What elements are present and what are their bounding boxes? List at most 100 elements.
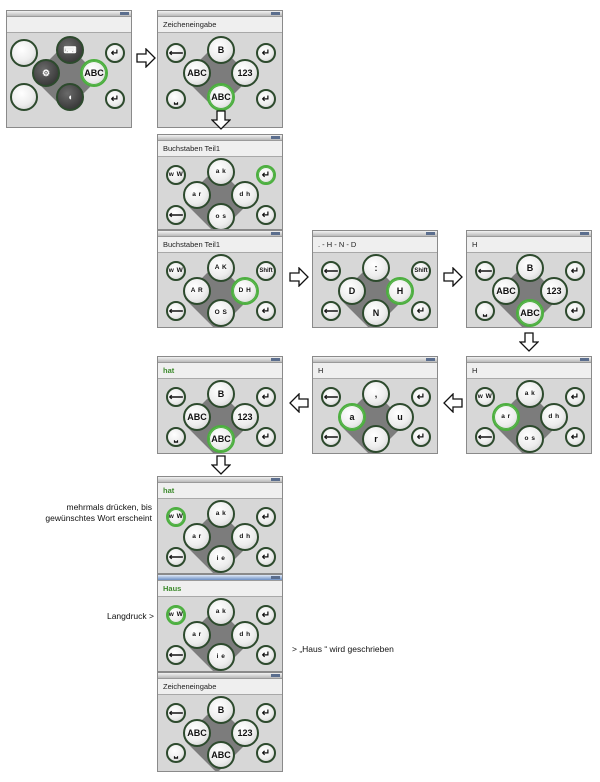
u-key[interactable]: u (386, 403, 414, 431)
abc-key[interactable]: ABC (492, 277, 520, 305)
space-key[interactable]: ⎵ (166, 427, 186, 447)
dh-key[interactable]: d h (231, 181, 259, 209)
redo-icon[interactable]: ↵ (256, 387, 276, 407)
redo-icon[interactable]: ↵ (105, 43, 125, 63)
number-key[interactable]: 123 (231, 403, 259, 431)
backspace-key[interactable]: ⟵ (321, 427, 341, 447)
abc-key[interactable]: ABC (183, 719, 211, 747)
ar-key[interactable]: a r (492, 403, 520, 431)
redo-icon[interactable]: ↵ (411, 387, 431, 407)
backspace-key[interactable]: ⟵ (321, 261, 341, 281)
enter-icon[interactable]: ↵ (256, 743, 276, 763)
b-key[interactable]: B (516, 254, 544, 282)
ou-ak-key[interactable]: a k (207, 500, 235, 528)
comma-key[interactable]: , (362, 380, 390, 408)
number-key[interactable]: 123 (231, 719, 259, 747)
enter-icon[interactable]: ↵ (565, 301, 585, 321)
enter-icon[interactable]: ↵ (105, 89, 125, 109)
ie-os-key[interactable]: o s (207, 203, 235, 229)
redo-icon[interactable]: ↵ (256, 605, 276, 625)
abc-key[interactable]: ABC (183, 59, 211, 87)
backspace-key[interactable]: ⟵ (166, 703, 186, 723)
enter-icon[interactable]: ↵ (256, 205, 276, 225)
space-key[interactable]: ⎵ (475, 301, 495, 321)
dh-key[interactable]: d h (231, 523, 259, 551)
upper-ak-key[interactable]: A K (207, 254, 235, 282)
ar-key[interactable]: a r (183, 523, 211, 551)
backspace-key[interactable]: ⟵ (321, 301, 341, 321)
backspace-key[interactable]: ⟵ (166, 301, 186, 321)
upper-ar-key[interactable]: A R (183, 277, 211, 305)
ie-os-key[interactable]: o s (516, 425, 544, 453)
backspace-key[interactable]: ⟵ (475, 427, 495, 447)
number-key[interactable]: 123 (540, 277, 568, 305)
ou-ak-key[interactable]: a k (516, 380, 544, 408)
abc-key-selected[interactable]: ABC (516, 299, 544, 327)
ie-os-key[interactable]: i e (207, 643, 235, 671)
enter-icon[interactable]: ↵ (411, 301, 431, 321)
enter-icon[interactable]: ↵ (565, 427, 585, 447)
enter-icon[interactable]: ↵ (256, 427, 276, 447)
enter-icon[interactable]: ↵ (256, 301, 276, 321)
backspace-key[interactable]: ⟵ (166, 387, 186, 407)
b-key[interactable]: B (207, 380, 235, 408)
number-key[interactable]: 123 (231, 59, 259, 87)
window-title: Zeicheneingabe (158, 679, 282, 695)
backspace-key[interactable]: ⟵ (166, 43, 186, 63)
upper-dh-key[interactable]: D H (231, 277, 259, 305)
word-key[interactable]: w W (166, 507, 186, 527)
redo-icon[interactable]: ↵ (256, 703, 276, 723)
enter-icon[interactable]: ↵ (256, 547, 276, 567)
title-bar (158, 575, 282, 581)
dh-key[interactable]: d h (540, 403, 568, 431)
keyboard-icon[interactable]: ⌨ (56, 36, 84, 64)
upper-os-key[interactable]: O S (207, 299, 235, 327)
abc-key[interactable]: ABC (183, 403, 211, 431)
ie-os-key[interactable]: i e (207, 545, 235, 573)
abc-key-selected[interactable]: ABC (207, 425, 235, 453)
gear-icon[interactable]: ⚙ (32, 59, 60, 87)
dh-key[interactable]: d h (231, 621, 259, 649)
longpress-note: Langdruck > (106, 611, 154, 621)
space-key[interactable]: ⎵ (166, 89, 186, 109)
d-key[interactable]: D (338, 277, 366, 305)
backspace-key[interactable]: ⟵ (475, 261, 495, 281)
enter-icon[interactable]: ↵ (256, 89, 276, 109)
ar-key[interactable]: a r (183, 181, 211, 209)
enter-icon[interactable]: ↵ (411, 427, 431, 447)
enter-icon[interactable]: ↵ (256, 645, 276, 665)
shift-key[interactable]: Shift (256, 261, 276, 281)
backspace-key[interactable]: ⟵ (321, 387, 341, 407)
shift-key[interactable]: Shift (411, 261, 431, 281)
word-key[interactable]: w W (166, 605, 186, 625)
backspace-key[interactable]: ⟵ (166, 547, 186, 567)
redo-icon[interactable]: ↵ (256, 507, 276, 527)
abc-key[interactable]: ABC (207, 741, 235, 769)
abc-key[interactable]: ABC (80, 59, 108, 87)
b-key[interactable]: B (207, 36, 235, 64)
n-key[interactable]: N (362, 299, 390, 327)
space-key[interactable]: ⎵ (166, 743, 186, 763)
r-key[interactable]: r (362, 425, 390, 453)
backspace-key[interactable]: ⟵ (166, 645, 186, 665)
h-key[interactable]: H (386, 277, 414, 305)
empty-key[interactable] (10, 83, 38, 111)
colon-key[interactable]: : (362, 254, 390, 282)
redo-icon[interactable]: ↵ (565, 261, 585, 281)
redo-icon[interactable]: ↵ (565, 387, 585, 407)
ar-key[interactable]: a r (183, 621, 211, 649)
ou-ak-key[interactable]: a k (207, 598, 235, 626)
mouse-icon[interactable]: ◖ (56, 83, 84, 111)
backspace-key[interactable]: ⟵ (166, 205, 186, 225)
key-area: ⟵ B ↵ ABC 123 ⎵ ABC ↵ (467, 253, 591, 327)
empty-key[interactable] (10, 39, 38, 67)
a-key[interactable]: a (338, 403, 366, 431)
redo-icon[interactable]: ↵ (256, 165, 276, 185)
word-key[interactable]: w W (166, 261, 186, 281)
word-key[interactable]: w W (475, 387, 495, 407)
abc-key-selected[interactable]: ABC (207, 83, 235, 111)
redo-icon[interactable]: ↵ (256, 43, 276, 63)
b-key[interactable]: B (207, 696, 235, 724)
ou-ak-key[interactable]: a k (207, 158, 235, 186)
word-key[interactable]: w W (166, 165, 186, 185)
